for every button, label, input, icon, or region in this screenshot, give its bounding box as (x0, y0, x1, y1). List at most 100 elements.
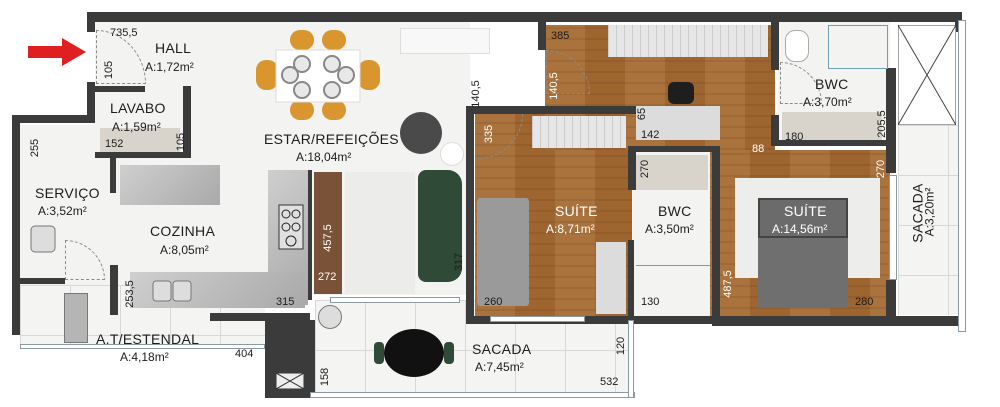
bwc2-area: A:3,70m² (803, 95, 852, 109)
kitchen-bottom-wall (210, 313, 310, 321)
dim-65: 65 (636, 107, 649, 121)
bwc1-left-wall (628, 150, 636, 190)
sacada-side-railing (958, 20, 966, 332)
dim-152: 152 (105, 138, 124, 150)
dim-532: 532 (600, 376, 619, 388)
dim-335: 335 (483, 124, 496, 144)
sink-icon (152, 280, 192, 302)
shower-bwc2 (828, 25, 888, 69)
dim-270-bwc1: 270 (639, 159, 652, 179)
bwc2-left-wall-lower (771, 115, 779, 145)
vanity-lavabo (100, 128, 180, 152)
washing-machine (64, 293, 88, 343)
hall-left-wall-lower (87, 82, 95, 122)
kitchen-upper-counter (120, 165, 220, 205)
estendal-label: A.T/ESTENDAL (96, 331, 200, 347)
sacada-main-area: A:7,45m² (475, 360, 524, 374)
lavabo-right-wall (183, 86, 191, 158)
sacada-side-area: A:3,20m² (922, 187, 937, 237)
sacada-main-railing (310, 392, 635, 398)
dim-158: 158 (319, 367, 332, 387)
lavabo-label: LAVABO (110, 100, 166, 116)
estendal-railing (20, 344, 265, 349)
desk-suite1 (596, 242, 626, 314)
small-shaft-x-icon (276, 373, 304, 389)
cozinha-label: COZINHA (150, 223, 216, 239)
dim-105-lavabo: 105 (175, 132, 188, 152)
wardrobe-corridor (608, 25, 768, 57)
tv-panel (314, 172, 342, 294)
top-wall (87, 12, 962, 22)
laundry-tank-icon (30, 225, 56, 253)
dim-255: 255 (29, 138, 42, 158)
suite2-window (889, 175, 897, 280)
bwc1-right-wall (712, 146, 720, 324)
corridor-left-wall (538, 20, 546, 50)
lavabo-area: A:1,59m² (112, 120, 161, 134)
suite2-right-wall-lower (886, 280, 896, 320)
dim-260: 260 (484, 296, 503, 308)
estar-area: A:18,04m² (296, 150, 352, 164)
bwc1-top-wall (628, 146, 720, 152)
cooktop-icon (278, 204, 304, 250)
dim-205: 205,5 (875, 110, 888, 138)
armchair (400, 112, 442, 154)
service-left-wall (12, 115, 20, 335)
bwc1-left-wall-lower (628, 240, 634, 320)
suite1-window (490, 316, 585, 322)
kitchen-right-wall (306, 170, 312, 300)
dim-142: 142 (641, 129, 660, 141)
dim-88: 88 (752, 143, 765, 155)
desk-corridor (636, 106, 720, 140)
bwc1-area: A:3,50m² (645, 222, 694, 236)
sacada-side-floor (898, 125, 958, 315)
bwc2-bottom-wall (771, 140, 889, 146)
vanity-bwc1 (636, 155, 708, 190)
sacada-main-right-railing (628, 320, 634, 398)
rug (345, 172, 415, 294)
dim-130: 130 (641, 296, 660, 308)
entrance-arrow-icon (28, 38, 86, 66)
dim-270-suite2: 270 (875, 159, 888, 179)
suite1-bottom-wall (466, 316, 716, 324)
dim-404: 404 (235, 348, 254, 360)
service-bottom-wall (20, 278, 65, 284)
estar-label: ESTAR/REFEIÇÕES (264, 131, 399, 147)
hall-label: HALL (155, 40, 192, 56)
office-chair (668, 82, 694, 104)
bwc2-right-wall (886, 68, 896, 173)
side-table (440, 142, 464, 166)
wardrobe-suite1 (532, 116, 626, 148)
hall-area: A:1,72m² (145, 60, 194, 74)
hall-left-wall (87, 12, 95, 32)
suite2-label: SUÍTE (784, 203, 827, 219)
lavabo-bottom-wall (95, 152, 191, 158)
estendal-area: A:4,18m² (120, 350, 169, 364)
dim-272: 272 (318, 271, 337, 283)
shaft-x-icon (898, 25, 956, 125)
sacada-main-label: SACADA (472, 341, 532, 357)
kitchen-left-wall (110, 158, 116, 193)
servico-label: SERVIÇO (35, 185, 100, 201)
suite1-area: A:8,71m² (546, 222, 595, 236)
suite1-label: SUÍTE (555, 203, 598, 219)
dining-table-icon (256, 30, 380, 120)
dim-487: 487,5 (721, 270, 734, 298)
dim-735: 735,5 (110, 27, 138, 39)
dim-140-living: 140,5 (469, 80, 482, 108)
dim-385: 385 (551, 30, 570, 42)
vanity-bwc2 (782, 112, 882, 140)
bwc2-left-wall (771, 20, 779, 70)
dim-317: 317 (453, 252, 466, 272)
dim-180: 180 (785, 131, 804, 143)
bwc1-label: BWC (658, 203, 692, 219)
living-right-wall (466, 108, 474, 323)
dim-140-corridor: 140,5 (547, 72, 560, 100)
kitchen-left-wall-lower (110, 265, 118, 315)
cozinha-area: A:8,05m² (160, 243, 209, 257)
dim-105-hall: 105 (103, 60, 116, 80)
sideboard (400, 28, 490, 54)
shower-bwc1 (636, 265, 710, 318)
suite2-bottom-wall (712, 316, 962, 326)
